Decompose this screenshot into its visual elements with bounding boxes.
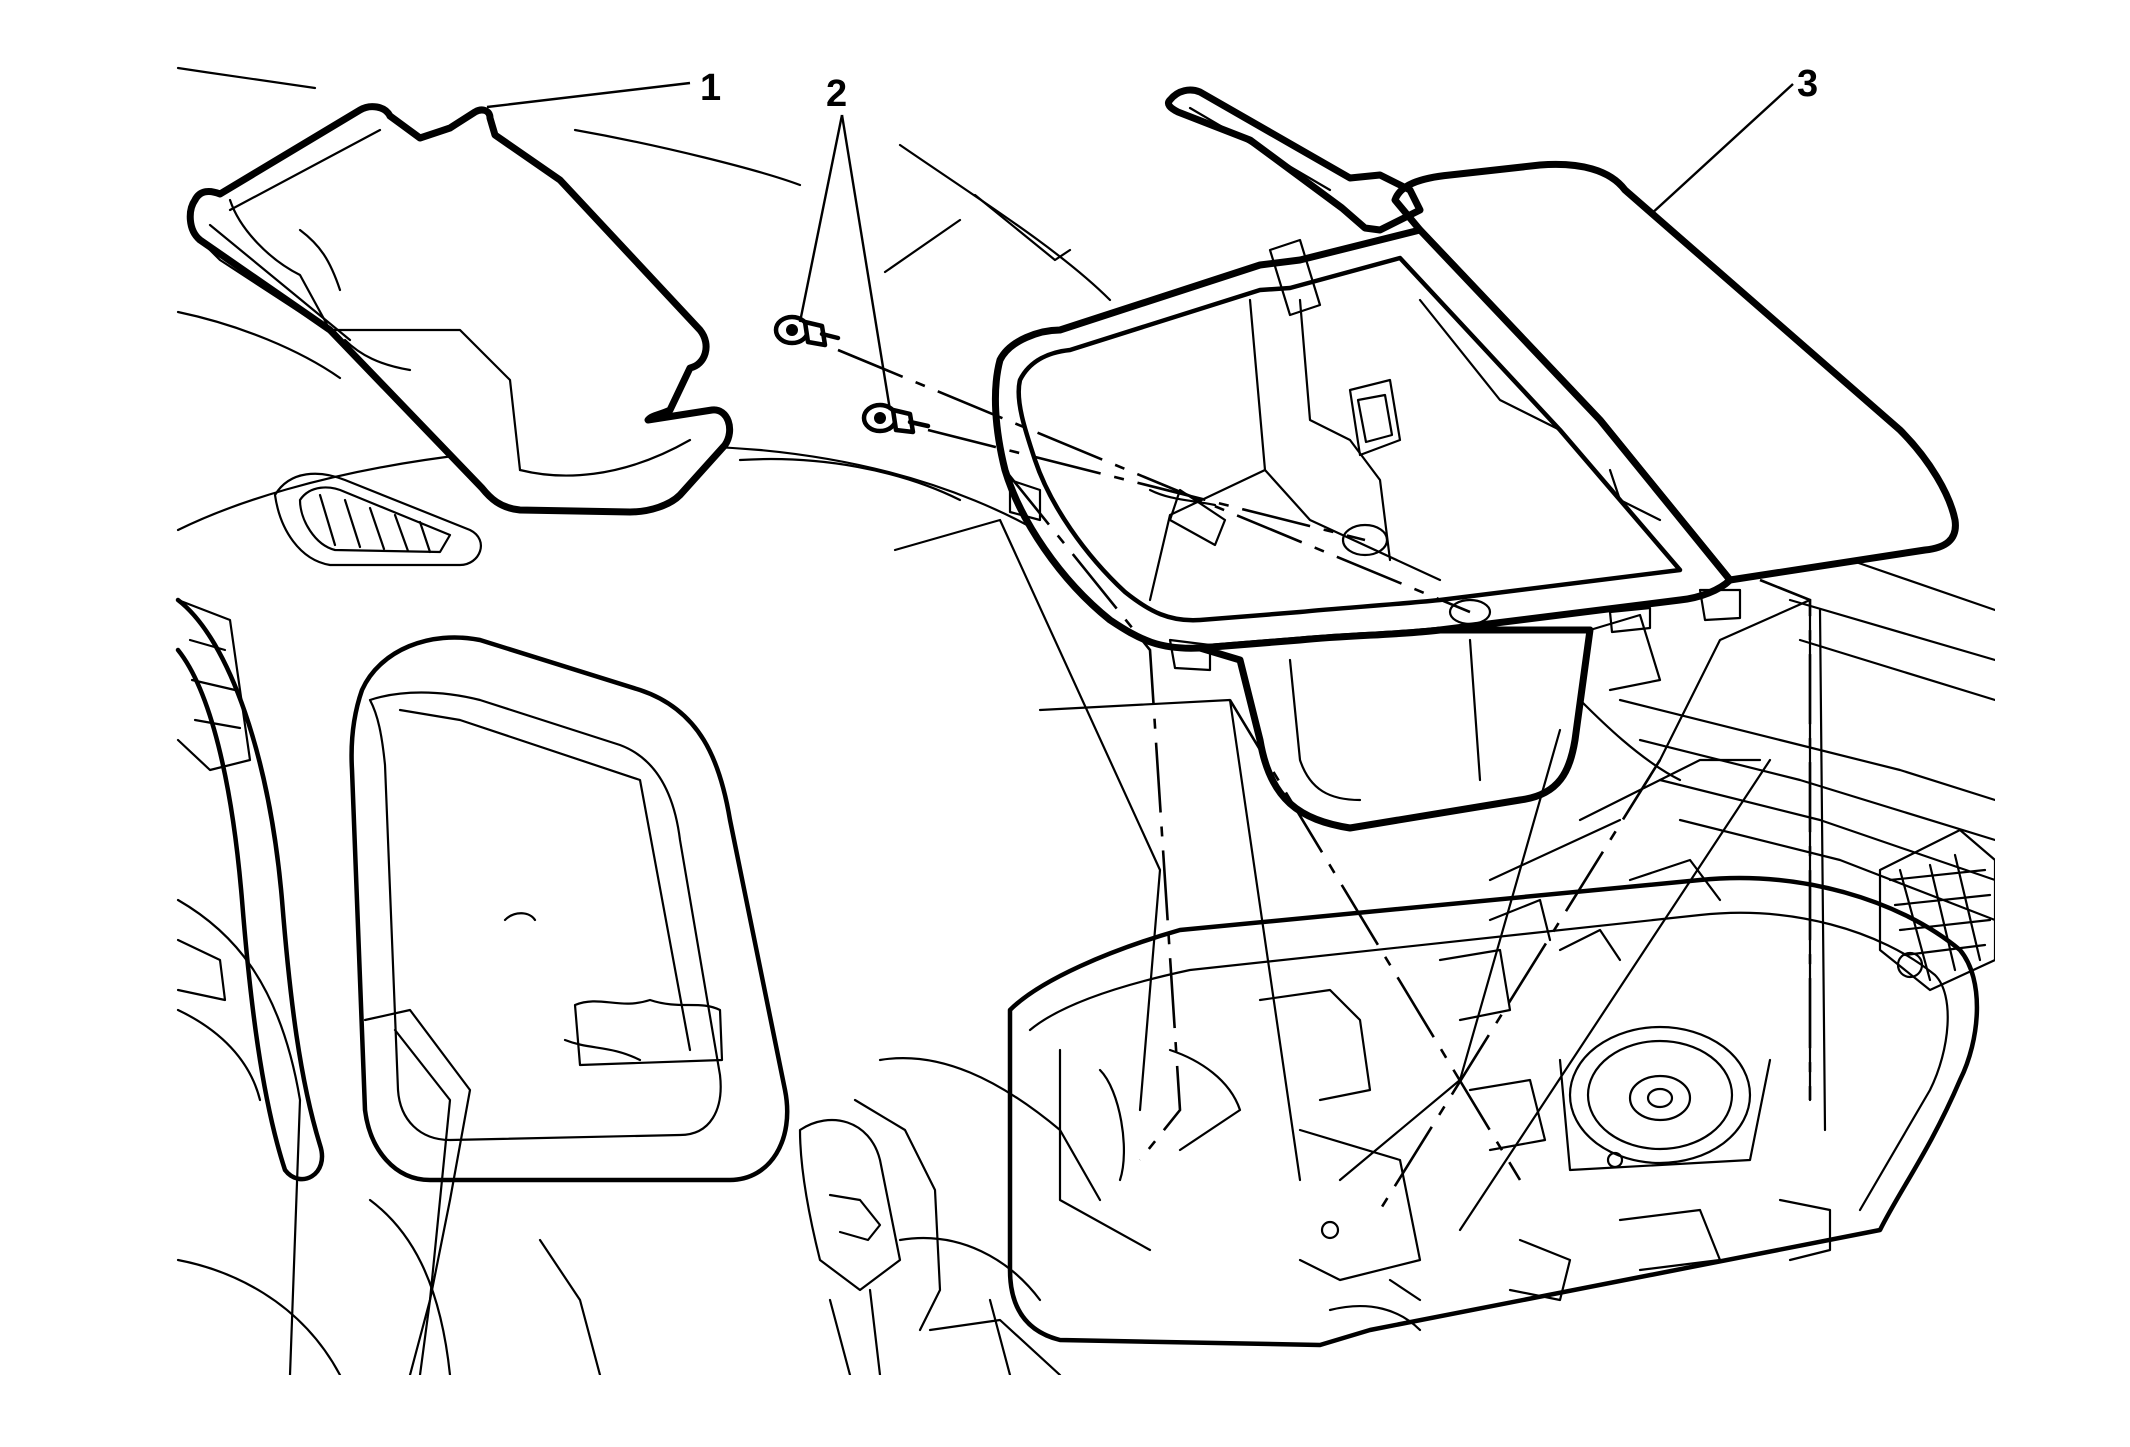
callout-1-label: 1: [700, 67, 721, 109]
speaker: [1558, 1025, 1772, 1172]
center-stack: [798, 1056, 1102, 1375]
steering-wheel-rim: [175, 597, 452, 1375]
side-vent-left: [176, 598, 252, 1002]
part-1-trim-cover: [186, 103, 733, 516]
instrument-cluster-hood: [349, 635, 790, 1183]
part-2-bolt-upper: [773, 314, 841, 348]
part-2-bolt-lower: [861, 402, 931, 435]
callout-3-label: 3: [1797, 63, 1818, 105]
defroster-vent-left: [273, 472, 482, 567]
storage-compartment-opening: [1007, 875, 1980, 1348]
callout-2-label: 2: [826, 73, 847, 115]
callout-leaders: [486, 81, 1794, 411]
right-dash-ribs: [1578, 558, 1995, 922]
right-vent-grille: [1878, 828, 1995, 992]
installation-guide-lines: [837, 348, 1827, 1232]
part-3-storage-compartment: [991, 86, 1959, 832]
instrument-panel-background: [175, 66, 1995, 1375]
